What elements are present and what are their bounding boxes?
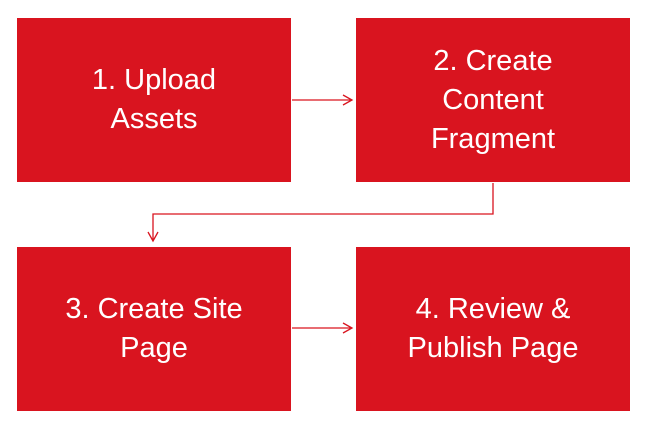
step-label: 3. Create Site Page: [65, 293, 243, 364]
step-label: 4. Review & Publish Page: [407, 293, 579, 364]
step-review-publish-page: 4. Review & Publish Page: [356, 247, 630, 411]
step-create-content-fragment: 2. Create Content Fragment: [356, 18, 630, 182]
step-create-site-page: 3. Create Site Page: [17, 247, 291, 411]
arrow-step1-to-step2: [292, 94, 354, 106]
step-label: 1. Upload Assets: [91, 64, 217, 135]
arrow-step3-to-step4: [292, 322, 354, 334]
arrow-step2-to-step3: [147, 183, 494, 243]
step-upload-assets: 1. Upload Assets: [17, 18, 291, 182]
step-label: 2. Create Content Fragment: [430, 44, 556, 155]
